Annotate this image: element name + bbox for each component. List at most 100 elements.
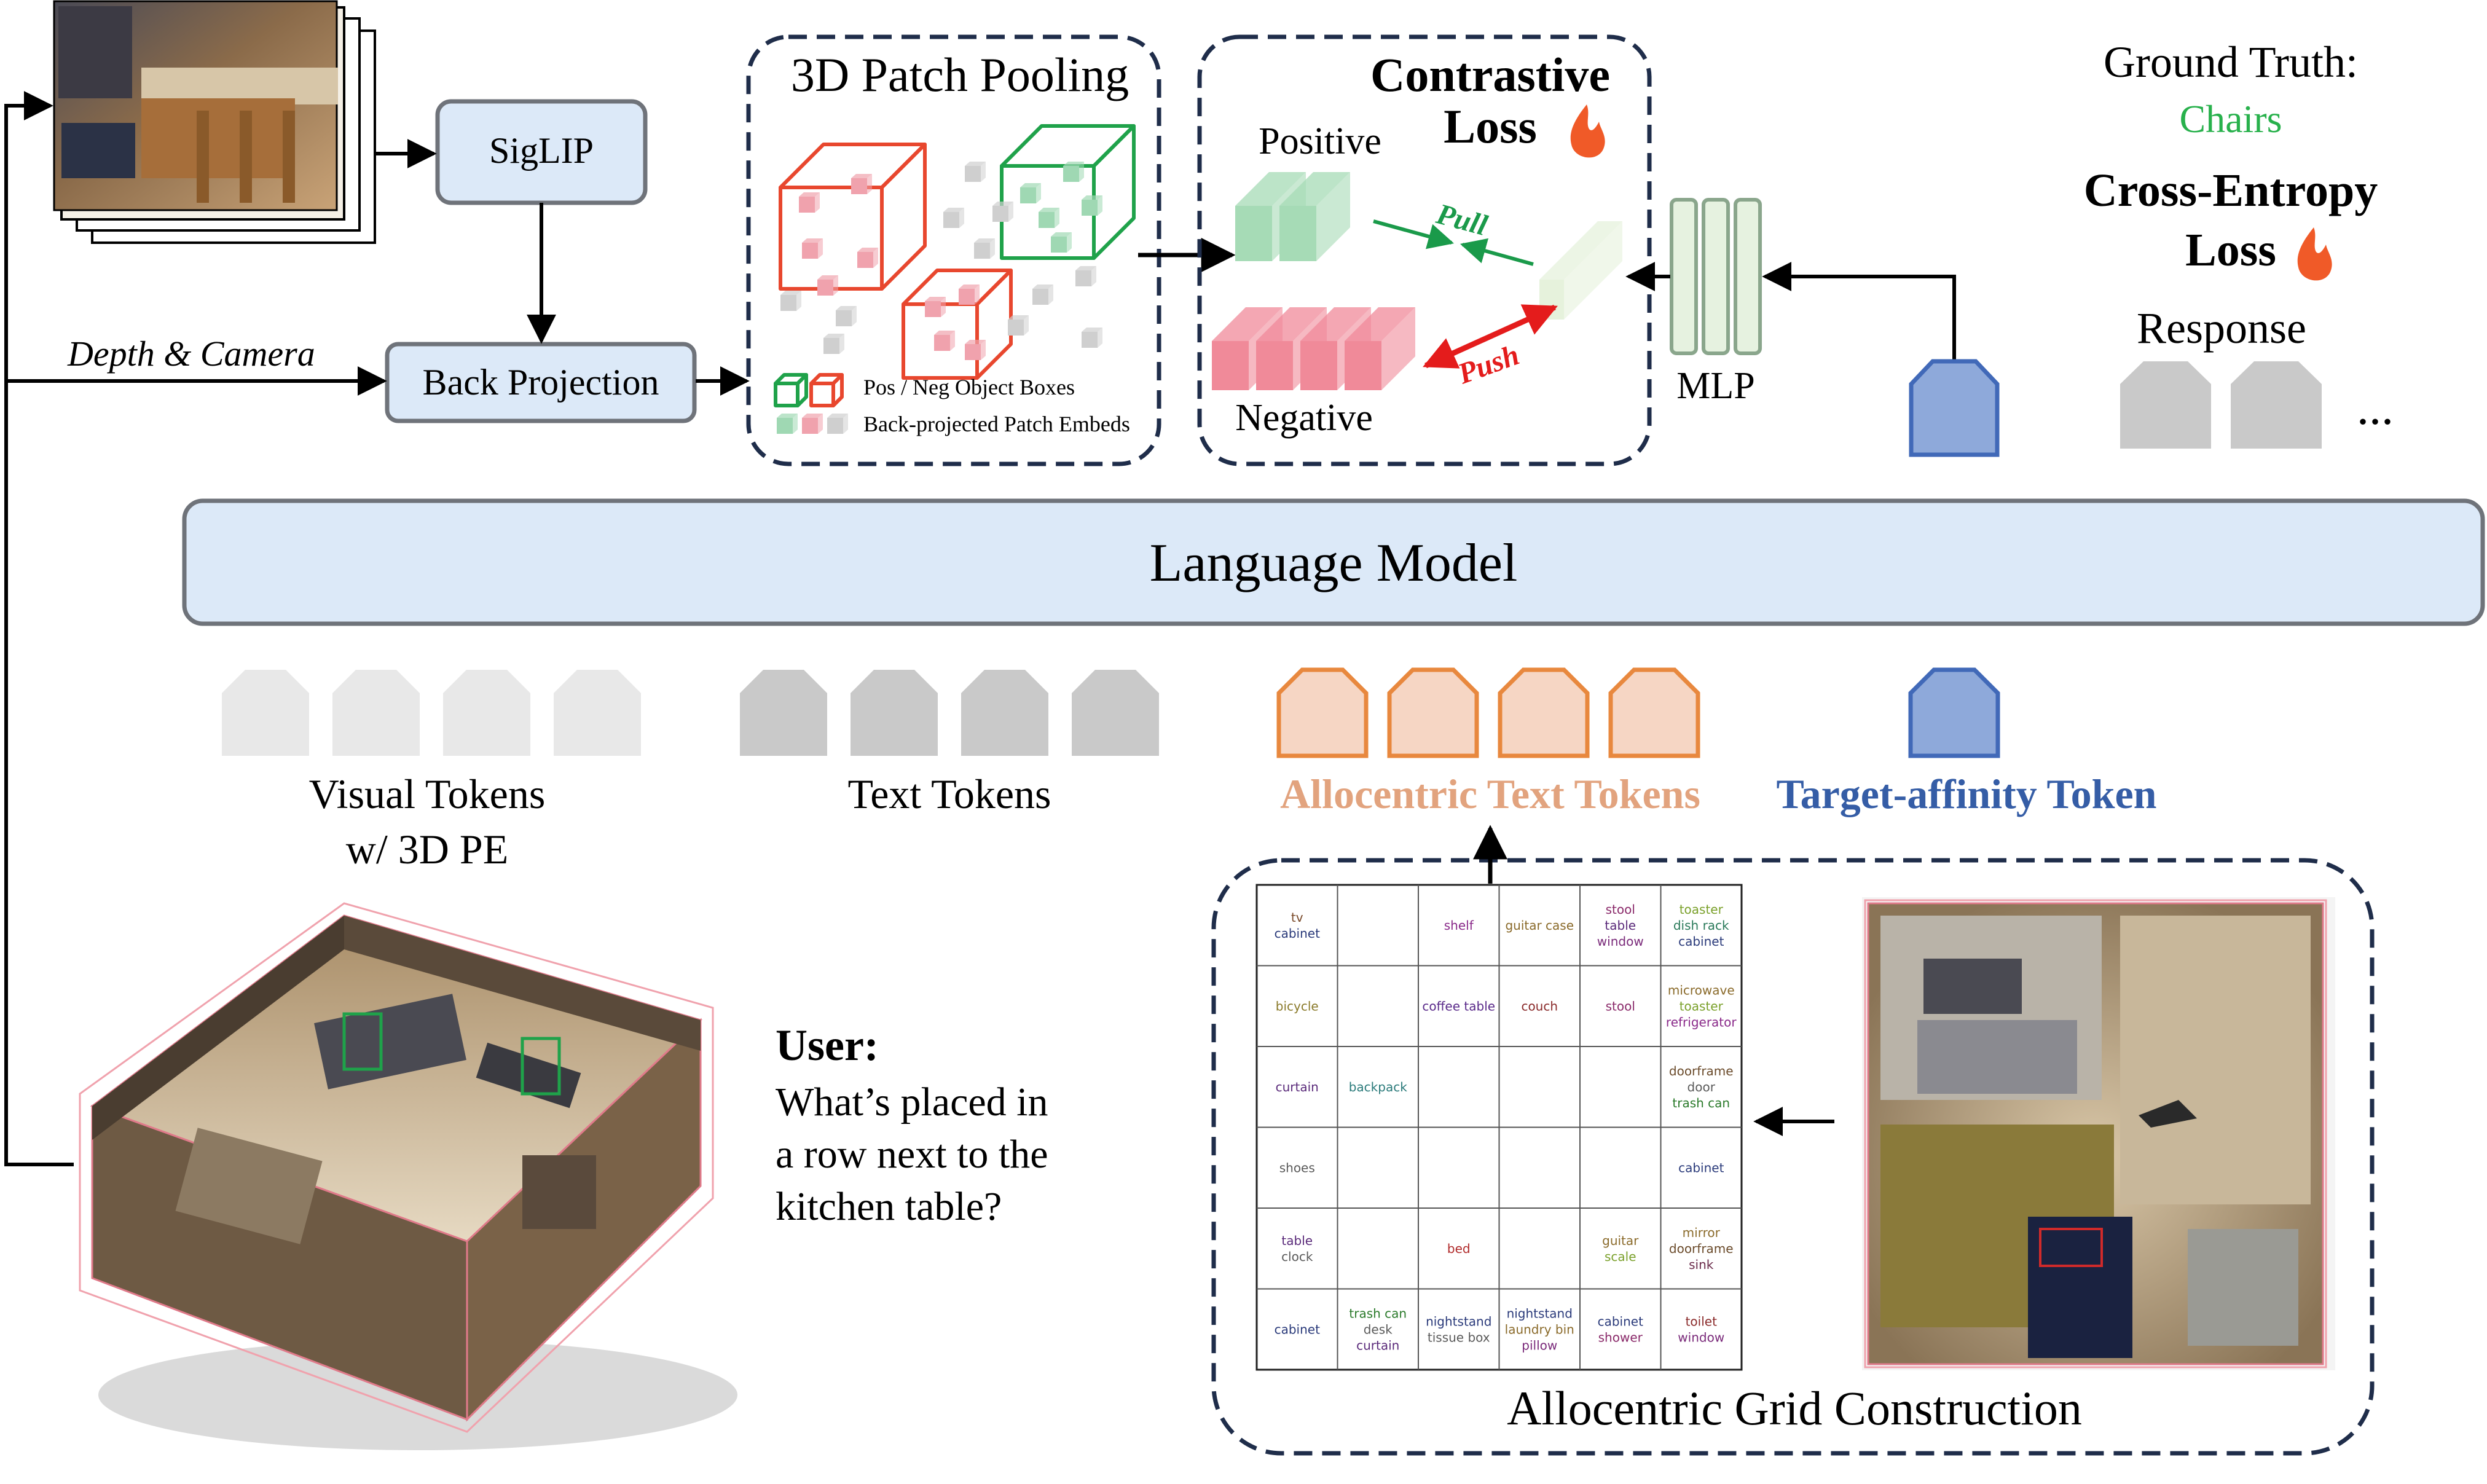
patch-top bbox=[934, 331, 955, 335]
bar-front bbox=[1212, 341, 1249, 390]
patch-face bbox=[777, 418, 793, 434]
grid-cell-label: cabinet bbox=[1598, 1314, 1643, 1329]
user-query-line3: kitchen table? bbox=[776, 1184, 1002, 1229]
bar-side bbox=[1564, 221, 1622, 320]
patch-top bbox=[1039, 208, 1059, 212]
flame-icon bbox=[2297, 227, 2332, 281]
patch-side bbox=[796, 291, 801, 311]
bar-top bbox=[1279, 172, 1350, 206]
depth-camera-label: Depth & Camera bbox=[67, 334, 315, 374]
cube-side-face bbox=[796, 373, 808, 407]
patch-top bbox=[925, 297, 946, 301]
legend-boxes-label: Pos / Neg Object Boxes bbox=[863, 375, 1075, 399]
back-projection-box bbox=[385, 342, 697, 423]
grid-cell-label: pillow bbox=[1522, 1338, 1557, 1352]
positive-patch bbox=[1020, 183, 1041, 203]
response-ellipsis: ... bbox=[2357, 381, 2394, 435]
legend-patches-label: Back-projected Patch Embeds bbox=[863, 412, 1130, 436]
cube-side-face bbox=[975, 269, 1013, 380]
grid-cell-label: coffee table bbox=[1422, 999, 1495, 1013]
contrastive-panel bbox=[1197, 34, 1652, 466]
negative-patch bbox=[959, 285, 980, 305]
ground-truth-value: Chairs bbox=[2179, 97, 2282, 141]
grid-cell-label: refrigerator bbox=[1666, 1015, 1737, 1029]
negative-patch bbox=[857, 248, 878, 268]
grid-cell-label: laundry bin bbox=[1505, 1322, 1574, 1337]
visual-token bbox=[443, 670, 530, 756]
patch-side bbox=[1055, 208, 1059, 228]
background-patch bbox=[836, 306, 857, 326]
grid-cell-label: nightstand bbox=[1426, 1314, 1491, 1329]
patch-face bbox=[799, 197, 815, 213]
patch-pooling-panel bbox=[746, 34, 1161, 466]
patch-side bbox=[843, 414, 848, 434]
cube-front-face bbox=[779, 186, 884, 291]
negative-embeddings bbox=[1212, 307, 1415, 390]
text-token bbox=[851, 670, 938, 756]
positive-embedding bbox=[1279, 172, 1350, 261]
input-image-stack bbox=[53, 0, 376, 244]
patch-side bbox=[818, 238, 823, 259]
scene-3d-room bbox=[79, 902, 737, 1450]
patch-side bbox=[833, 275, 838, 296]
positive-patch bbox=[1051, 232, 1072, 253]
patch-side bbox=[981, 162, 986, 182]
response-token bbox=[2231, 361, 2322, 449]
positive-label: Positive bbox=[1259, 120, 1381, 162]
grid-cell-label: window bbox=[1678, 1330, 1724, 1345]
patch-top bbox=[1020, 183, 1041, 187]
grid-cell-label: shelf bbox=[1444, 918, 1474, 933]
patch-top bbox=[802, 414, 823, 418]
grid-cell-label: nightstand bbox=[1507, 1306, 1573, 1321]
user-query-line2: a row next to the bbox=[776, 1132, 1048, 1177]
text-token bbox=[961, 670, 1048, 756]
user-query-line1: What’s placed in bbox=[776, 1080, 1048, 1125]
user-label: User: bbox=[776, 1021, 879, 1070]
patch-top bbox=[965, 340, 986, 344]
patch-face bbox=[1051, 237, 1067, 253]
flame-icon bbox=[1570, 104, 1605, 158]
patch-face bbox=[1063, 166, 1079, 182]
legend-pink-patch bbox=[802, 414, 823, 434]
contrastive-title-1: Contrastive bbox=[1370, 48, 1610, 101]
patch-side bbox=[793, 414, 798, 434]
grid-cell-label: window bbox=[1597, 934, 1644, 949]
background-patch bbox=[1008, 315, 1029, 336]
legend-gray-patch bbox=[827, 414, 848, 434]
patch-side bbox=[867, 174, 872, 194]
allocentric-grid-title: Allocentric Grid Construction bbox=[1507, 1381, 2082, 1435]
patch-face bbox=[851, 178, 867, 194]
pull-label: Pull bbox=[1432, 197, 1491, 242]
patch-top bbox=[802, 238, 823, 243]
target-token-label: Target-affinity Token bbox=[1776, 771, 2156, 817]
negative-patch bbox=[802, 238, 823, 259]
negative-patch bbox=[799, 192, 820, 213]
background-patch bbox=[780, 291, 801, 311]
visual-tokens-label-2: w/ 3D PE bbox=[346, 826, 508, 873]
grid-cell-label: sink bbox=[1689, 1257, 1714, 1272]
patch-face bbox=[817, 280, 833, 296]
grid-cell-label: toaster bbox=[1680, 902, 1724, 917]
patch-face bbox=[974, 243, 990, 259]
visual-token bbox=[554, 670, 641, 756]
siglip-label: SigLIP bbox=[489, 130, 594, 171]
grid-cell-label: guitar case bbox=[1505, 918, 1574, 933]
grid-cell-label: bed bbox=[1447, 1241, 1471, 1256]
patch-face bbox=[1039, 212, 1055, 228]
bar-top bbox=[1235, 172, 1306, 206]
background-patch bbox=[1082, 328, 1102, 348]
background-patch bbox=[823, 334, 844, 354]
background-patch bbox=[974, 238, 995, 259]
grid-cell-label: microwave bbox=[1668, 983, 1735, 997]
patch-face bbox=[1075, 270, 1091, 286]
patch-top bbox=[1082, 328, 1102, 332]
patch-face bbox=[959, 289, 975, 305]
patch-side bbox=[1008, 202, 1013, 222]
allocentric-token bbox=[1608, 667, 1700, 758]
negative-patch bbox=[965, 340, 986, 360]
patch-face bbox=[827, 418, 843, 434]
patch-top bbox=[1051, 232, 1072, 237]
ground-truth-label: Ground Truth: bbox=[2104, 37, 2358, 87]
patch-face bbox=[992, 206, 1008, 222]
